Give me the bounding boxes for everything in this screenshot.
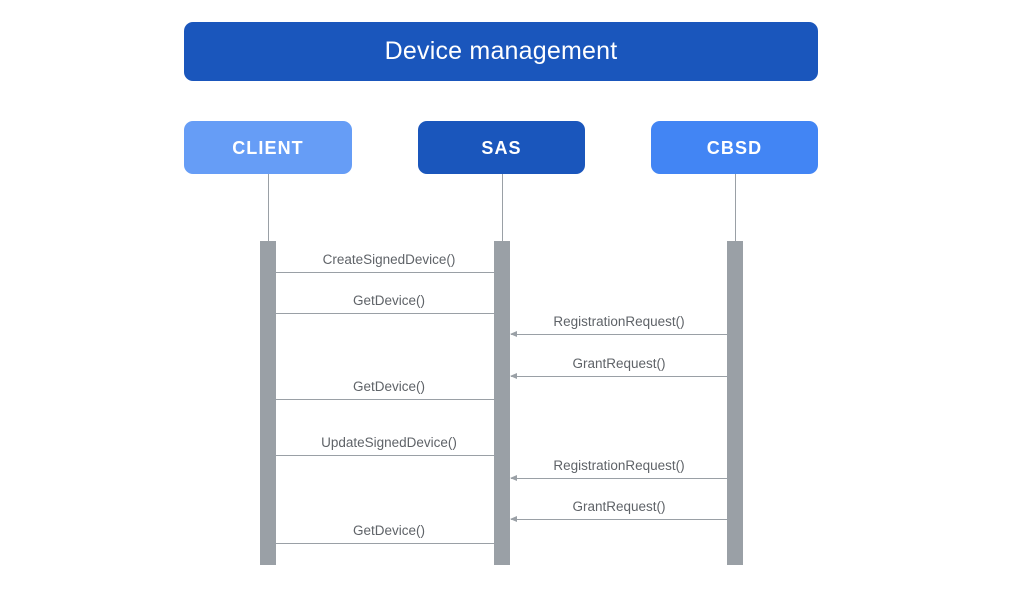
- arrow-head-icon-m8: [510, 515, 517, 522]
- message-label-m3: RegistrationRequest(): [553, 313, 685, 329]
- message-label-m9: GetDevice(): [352, 522, 425, 538]
- actor-box-sas[interactable]: SAS: [418, 121, 585, 174]
- message-line-m1: [276, 272, 502, 273]
- actor-label-client: CLIENT: [232, 137, 304, 158]
- arrow-head-icon-m9: [496, 539, 503, 546]
- arrow-head-icon-m1: [496, 268, 503, 275]
- message-label-m5: GetDevice(): [352, 378, 425, 394]
- message-label-m6: UpdateSignedDevice(): [321, 434, 457, 450]
- activation-bar-client: [260, 241, 276, 565]
- message-line-m9: [276, 543, 502, 544]
- actor-box-client[interactable]: CLIENT: [184, 121, 352, 174]
- message-label-m8: GrantRequest(): [572, 498, 666, 514]
- activation-bar-sas: [494, 241, 510, 565]
- actor-box-cbsd[interactable]: CBSD: [651, 121, 818, 174]
- actor-label-sas: SAS: [481, 137, 522, 158]
- message-line-m6: [276, 455, 502, 456]
- arrow-head-icon-m7: [510, 474, 517, 481]
- message-label-m4: GrantRequest(): [572, 355, 666, 371]
- message-line-m2: [276, 313, 502, 314]
- lifeline-cbsd: [735, 174, 736, 241]
- arrow-head-icon-m2: [496, 309, 503, 316]
- message-line-m5: [276, 399, 502, 400]
- message-label-m7: RegistrationRequest(): [553, 457, 685, 473]
- message-line-m4: [511, 376, 727, 377]
- lifeline-client: [268, 174, 269, 241]
- message-label-m2: GetDevice(): [352, 292, 425, 308]
- arrow-head-icon-m6: [496, 451, 503, 458]
- lifeline-sas: [502, 174, 503, 241]
- message-line-m3: [511, 334, 727, 335]
- diagram-title-banner: Device management: [184, 22, 818, 81]
- message-label-m1: CreateSignedDevice(): [322, 251, 456, 267]
- arrow-head-icon-m3: [510, 330, 517, 337]
- actor-label-cbsd: CBSD: [706, 137, 763, 158]
- message-line-m8: [511, 519, 727, 520]
- diagram-title-text: Device management: [384, 37, 618, 65]
- activation-bar-cbsd: [727, 241, 743, 565]
- message-line-m7: [511, 478, 727, 479]
- arrow-head-icon-m4: [510, 372, 517, 379]
- arrow-head-icon-m5: [496, 395, 503, 402]
